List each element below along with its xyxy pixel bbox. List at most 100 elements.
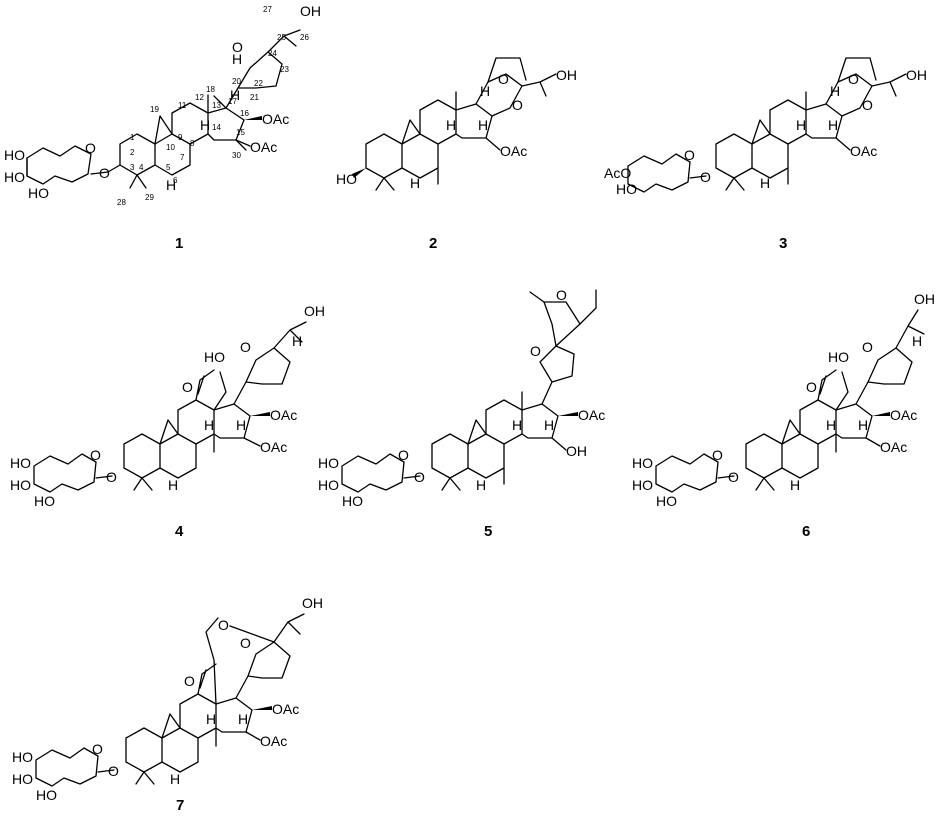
- locant: 4: [139, 163, 144, 172]
- compound-7-label-link-o: O: [108, 763, 119, 779]
- compound-7-labels: HO HO HO O O O O OAc OAc O OH H H H: [12, 595, 323, 803]
- compound-3-label-ring-o: O: [684, 147, 695, 163]
- locant: 1: [130, 133, 135, 142]
- compound-3-number: 3: [779, 235, 787, 252]
- compound-5-label-ring-o: O: [398, 447, 409, 463]
- compound-6-label-link-o: O: [728, 469, 739, 485]
- compound-7-structure: [35, 613, 305, 787]
- compound-4-label-h-2: H: [236, 417, 246, 433]
- compound-6-label-oac-1: OAc: [890, 407, 917, 423]
- compound-1-label-ho-1: HO: [4, 147, 25, 163]
- locant: 18: [206, 85, 215, 94]
- compound-2-label-h-2: H: [478, 117, 488, 133]
- compound-6-labels: HO HO HO O O O HO OAc OAc O OH H H H H: [632, 291, 935, 509]
- compound-2-label-oac: OAc: [500, 143, 527, 159]
- locant: 29: [145, 193, 154, 202]
- compound-4-labels: HO HO HO O O O HO OAc OAc O OH H H H H: [10, 303, 325, 509]
- compound-5-label-oac: OAc: [578, 407, 605, 423]
- locant: 5: [166, 163, 171, 172]
- compound-5-label-h-3: H: [476, 477, 486, 493]
- compound-1-label-oac-2: OAc: [250, 139, 277, 155]
- locant: 20: [232, 77, 241, 86]
- compound-2-label-h-3: H: [410, 175, 420, 191]
- compound-5-label-h-2: H: [544, 417, 554, 433]
- compound-1-label-h-2: H: [230, 87, 240, 103]
- compound-1-locants: 1 2 3 4 5 6 7 8 9 10 11 12 13 14 15 16 1…: [117, 5, 309, 207]
- compound-5-structure: [341, 289, 597, 493]
- compound-2-label-h-4: H: [480, 83, 490, 99]
- compound-2-label-h-1: H: [446, 117, 456, 133]
- compound-6-label-furan-o: O: [862, 339, 873, 355]
- compound-7-number: 7: [176, 797, 184, 814]
- locant: 16: [240, 109, 249, 118]
- compound-5-label-link-o: O: [414, 469, 425, 485]
- compound-1-label-oac-1: OAc: [262, 111, 289, 127]
- compound-7-label-h-3: H: [170, 771, 180, 787]
- compound-3-labels: AcO HO O O OAc O O OH H H H H: [604, 67, 927, 197]
- compound-1-number: 1: [175, 235, 183, 252]
- locant: 14: [212, 123, 221, 132]
- compound-4-label-ring-o: O: [90, 447, 101, 463]
- locant: 12: [195, 93, 204, 102]
- locant: 21: [250, 93, 259, 102]
- compound-7-label-ketone-o: O: [184, 673, 195, 689]
- compound-1-label-h-4: H: [232, 51, 242, 67]
- compound-4-label-h-4: H: [292, 333, 302, 349]
- compound-2-label-o-1: O: [498, 71, 509, 87]
- compound-1-labels: HO HO HO O O OAc OAc O OH H H H H: [4, 3, 321, 201]
- locant: 2: [130, 148, 135, 157]
- compound-4-label-ch2oh: HO: [204, 349, 225, 365]
- locant: 9: [178, 133, 183, 142]
- compound-7-label-ho-1: HO: [12, 749, 33, 765]
- locant: 8: [190, 139, 195, 148]
- compound-6-label-h-2: H: [858, 417, 868, 433]
- compound-1-label-ring-o: O: [85, 140, 96, 156]
- locant: 24: [268, 49, 277, 58]
- compound-7-label-bridge-o: O: [218, 617, 229, 633]
- compound-3-label-link-o: O: [700, 169, 711, 185]
- compound-3-label-oh: OH: [906, 67, 927, 83]
- locant: 13: [212, 101, 221, 110]
- compound-4-number: 4: [175, 523, 184, 540]
- compound-1-label-furan-o: O: [232, 39, 243, 55]
- compound-6-number: 6: [802, 523, 810, 540]
- compound-1-label-h-3: H: [166, 177, 176, 193]
- compound-7-label-oh: OH: [302, 595, 323, 611]
- compound-5-label-ho-2: HO: [318, 477, 339, 493]
- compound-6-label-ring-o: O: [712, 447, 723, 463]
- compound-4-structure: [33, 321, 307, 493]
- compound-7-label-oac-2: OAc: [260, 733, 287, 749]
- locant: 28: [117, 198, 126, 207]
- locant: 10: [166, 143, 175, 152]
- compound-4-label-oac-2: OAc: [260, 439, 287, 455]
- compound-2-structure: [352, 57, 557, 191]
- locant: 7: [180, 153, 185, 162]
- compound-6-label-oac-2: OAc: [880, 439, 907, 455]
- compound-3-label-aco: AcO: [604, 165, 631, 181]
- compound-7-label-oac-1: OAc: [272, 701, 299, 717]
- locant: 22: [254, 79, 263, 88]
- compound-2-label-oh: OH: [556, 67, 577, 83]
- compound-7-label-ho-2: HO: [12, 771, 33, 787]
- compound-3-label-ho: HO: [616, 181, 637, 197]
- compound-7-label-h-1: H: [206, 711, 216, 727]
- compound-4-label-oh: OH: [304, 303, 325, 319]
- compound-3-label-o-1: O: [848, 71, 859, 87]
- compound-5-label-ho-3: HO: [342, 493, 363, 509]
- compound-7-label-ring-o: O: [92, 741, 103, 757]
- compound-3-label-h-3: H: [760, 175, 770, 191]
- compound-5-label-o-1: O: [530, 343, 541, 359]
- compound-2-label-o-2: O: [512, 97, 523, 113]
- compound-3-structure: [627, 57, 907, 193]
- compound-6-label-ketone-o: O: [806, 379, 817, 395]
- compound-6-label-h-1: H: [826, 417, 836, 433]
- compound-3-label-h-4: H: [830, 83, 840, 99]
- locant: 27: [263, 5, 272, 14]
- compound-4-label-oac-1: OAc: [270, 407, 297, 423]
- locant: 17: [228, 97, 237, 106]
- compound-6-structure: [655, 309, 925, 493]
- compound-6-label-ch2oh: HO: [828, 349, 849, 365]
- compound-1-label-ho-2: HO: [4, 169, 25, 185]
- compound-7-label-h-2: H: [238, 711, 248, 727]
